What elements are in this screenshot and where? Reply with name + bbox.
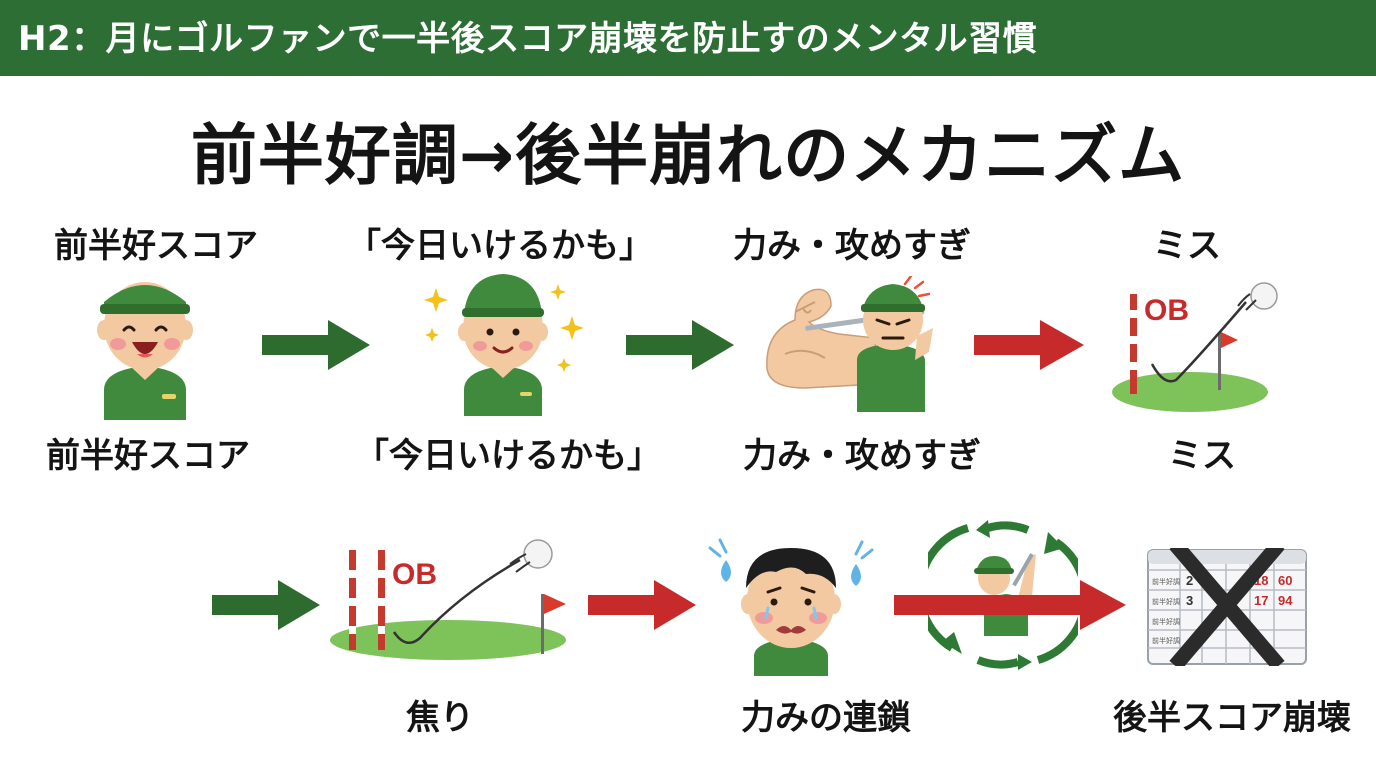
step-label-bottom-overpower: 力み・攻めすぎ xyxy=(743,436,981,476)
ob-text-2: OB xyxy=(392,558,437,591)
scorecard-cell: 2 xyxy=(1186,573,1193,588)
step-label-top-miss: ミス xyxy=(1153,226,1221,266)
ob-miss-icon: OB xyxy=(1112,282,1278,412)
overpower-golfer-icon xyxy=(766,276,933,412)
ob-panic-icon: OB xyxy=(330,539,566,660)
scorecard-cell: 94 xyxy=(1278,593,1293,608)
arrow-right-icon xyxy=(626,320,734,370)
scorecard-row-label: 前半好調 xyxy=(1152,577,1180,586)
step-label-bottom-confidence: 「今日いけるかも」 xyxy=(355,436,661,476)
confident-golfer-icon xyxy=(424,274,584,416)
arrow-right-red-icon xyxy=(974,320,1084,370)
scorecard-cell: 60 xyxy=(1278,573,1292,588)
header-title: H2：月にゴルファンで一半後スコア崩壊を防止すのメンタル習慣 xyxy=(18,19,1038,59)
step-label-top-overpower: 力み・攻めすぎ xyxy=(733,226,971,266)
arrow-right-red-long-icon xyxy=(894,580,1126,630)
score-collapse-scorecard-icon: 前半好調 前半好調 前半好調 前半好調 2 3 18 17 60 94 xyxy=(1147,548,1307,666)
arrow-right-icon xyxy=(212,580,320,630)
scorecard-row-label: 前半好調 xyxy=(1152,636,1180,645)
step-label-tension-chain: 力みの連鎖 xyxy=(741,698,911,738)
header-banner: H2：月にゴルファンで一半後スコア崩壊を防止すのメンタル習慣 xyxy=(0,0,1376,76)
scorecard-row-label: 前半好調 xyxy=(1152,597,1180,606)
scorecard-cell: 3 xyxy=(1186,593,1193,608)
main-title: 前半好調→後半崩れのメカニズム xyxy=(190,117,1186,194)
arrow-right-red-icon xyxy=(588,580,696,630)
step-label-bottom-good-score: 前半好スコア xyxy=(46,436,250,476)
happy-golfer-icon xyxy=(97,282,193,420)
step-label-bottom-miss: ミス xyxy=(1168,436,1236,476)
anxious-golfer-icon xyxy=(708,538,874,676)
step-label-score-collapse: 後半スコア崩壊 xyxy=(1113,698,1351,738)
ob-text: OB xyxy=(1144,294,1189,327)
step-label-top-good-score: 前半好スコア xyxy=(54,226,258,266)
step-label-top-confidence: 「今日いけるかも」 xyxy=(347,226,653,266)
arrow-right-icon xyxy=(262,320,370,370)
step-label-impatience: 焦り xyxy=(406,698,474,738)
cross-mark-icon xyxy=(1169,548,1285,666)
scorecard-row-label: 前半好調 xyxy=(1152,617,1180,626)
scorecard-cell: 17 xyxy=(1254,593,1268,608)
